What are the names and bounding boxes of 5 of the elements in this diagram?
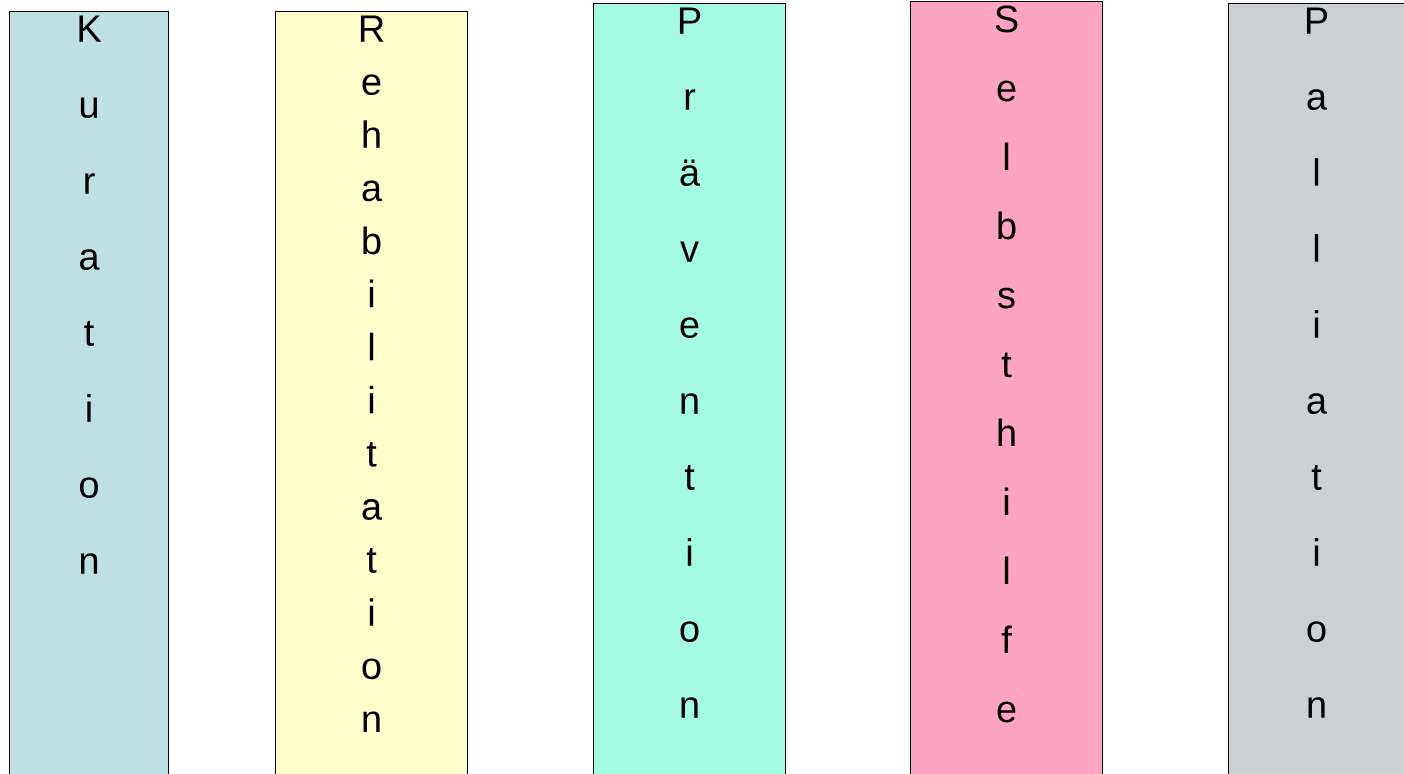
category-column: Kuration — [9, 11, 169, 774]
category-column: Prävention — [593, 3, 786, 774]
category-column: Rehabilitation — [275, 11, 468, 774]
category-column: Palliation — [1228, 3, 1404, 774]
category-column: Selbsthilfe — [910, 1, 1103, 774]
